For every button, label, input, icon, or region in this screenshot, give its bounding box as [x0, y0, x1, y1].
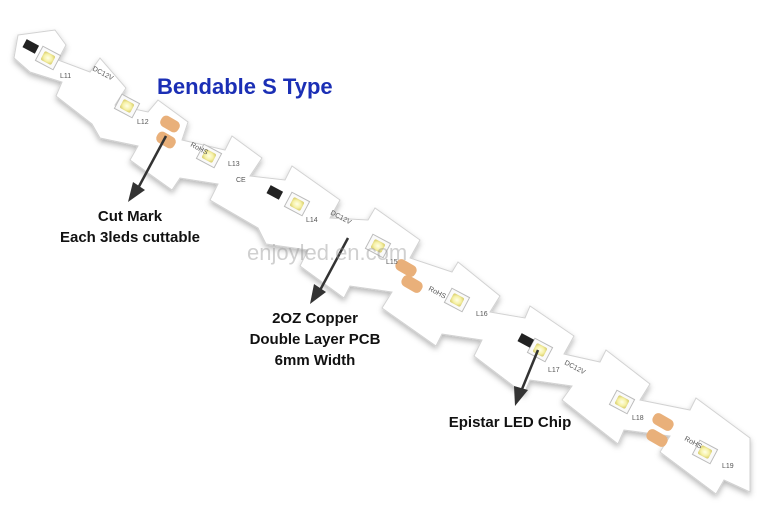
pcb-strip: [13, 29, 751, 495]
pcb-callout: 2OZ Copper Double Layer PCB 6mm Width: [225, 308, 405, 371]
callout-line: 2OZ Copper: [272, 310, 358, 327]
callout-line: Each 3leds cuttable: [59, 229, 201, 246]
resistors: [22, 39, 535, 348]
pcb-ce-print: CE: [236, 177, 246, 184]
led-chip-callout: Epistar LED Chip: [430, 412, 590, 433]
cut-mark-pads: [156, 115, 674, 447]
callout-line: Cut Mark: [97, 208, 163, 225]
callout-arrows: [128, 135, 540, 406]
callout-line: Double Layer PCB: [249, 331, 381, 348]
pcb-ref-l15: L15: [386, 259, 398, 266]
watermark: enjoyled.en.com: [247, 240, 408, 265]
pcb-ref-l18: L18: [632, 415, 644, 422]
pcb-ref-l19: L19: [722, 463, 734, 470]
callout-line: Epistar LED Chip: [448, 414, 572, 431]
pcb-ref-l13: L13: [228, 161, 240, 168]
pcb-ref-l11: L11: [60, 73, 71, 80]
led-chips: [34, 45, 719, 465]
cut-mark-callout: Cut Mark Each 3leds cuttable: [45, 206, 215, 248]
product-title: Bendable S Type: [157, 74, 333, 99]
pcb-ref-l17: L17: [548, 367, 560, 374]
pcb-ref-l12: L12: [137, 119, 149, 126]
callout-line: 6mm Width: [274, 352, 356, 369]
pcb-ref-l16: L16: [476, 311, 488, 318]
pcb-ref-l14: L14: [306, 217, 318, 224]
